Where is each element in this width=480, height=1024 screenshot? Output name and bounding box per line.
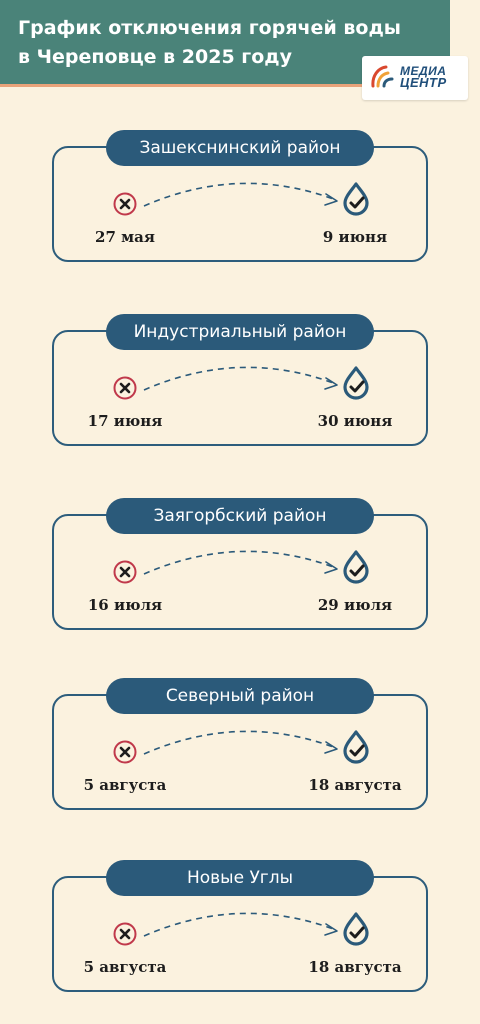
end-date: 18 августа xyxy=(308,958,402,976)
district-name: Заягорбский район xyxy=(106,498,374,534)
dashed-arrow-icon xyxy=(143,182,338,207)
end-date: 18 августа xyxy=(308,776,402,794)
dashed-arrow-icon xyxy=(143,730,338,755)
dashed-arrow-icon xyxy=(143,912,338,937)
x-circle-icon xyxy=(113,560,137,584)
dashed-arrow-icon xyxy=(143,366,338,391)
end-date: 30 июня xyxy=(317,412,393,430)
x-circle-icon xyxy=(113,192,137,216)
logo-text-line2: ЦЕНТР xyxy=(400,75,447,90)
header-banner: График отключения горячей воды в Черепов… xyxy=(0,0,450,87)
water-drop-check-icon xyxy=(343,182,369,216)
district-name: Индустриальный район xyxy=(106,314,374,350)
x-circle-icon xyxy=(113,740,137,764)
x-circle-icon xyxy=(113,922,137,946)
water-drop-check-icon xyxy=(343,912,369,946)
start-date: 17 июня xyxy=(87,412,163,430)
end-date: 29 июля xyxy=(317,596,393,614)
district-name: Новые Углы xyxy=(106,860,374,896)
media-center-logo: МЕДИА ЦЕНТР xyxy=(362,56,468,100)
start-date: 5 августа xyxy=(83,958,167,976)
logo-text-line1: МЕДИА xyxy=(400,64,447,78)
page-title: График отключения горячей воды в Черепов… xyxy=(18,17,401,68)
logo-mark-icon xyxy=(371,65,394,88)
district-name: Зашекснинский район xyxy=(106,130,374,166)
water-drop-check-icon xyxy=(343,550,369,584)
start-date: 5 августа xyxy=(83,776,167,794)
logo-text: МЕДИА ЦЕНТР xyxy=(400,65,447,89)
x-circle-icon xyxy=(113,376,137,400)
water-drop-check-icon xyxy=(343,366,369,400)
end-date: 9 июня xyxy=(322,228,388,246)
start-date: 27 мая xyxy=(95,228,155,246)
dashed-arrow-icon xyxy=(143,550,338,575)
district-name: Северный район xyxy=(106,678,374,714)
start-date: 16 июля xyxy=(87,596,163,614)
water-drop-check-icon xyxy=(343,730,369,764)
